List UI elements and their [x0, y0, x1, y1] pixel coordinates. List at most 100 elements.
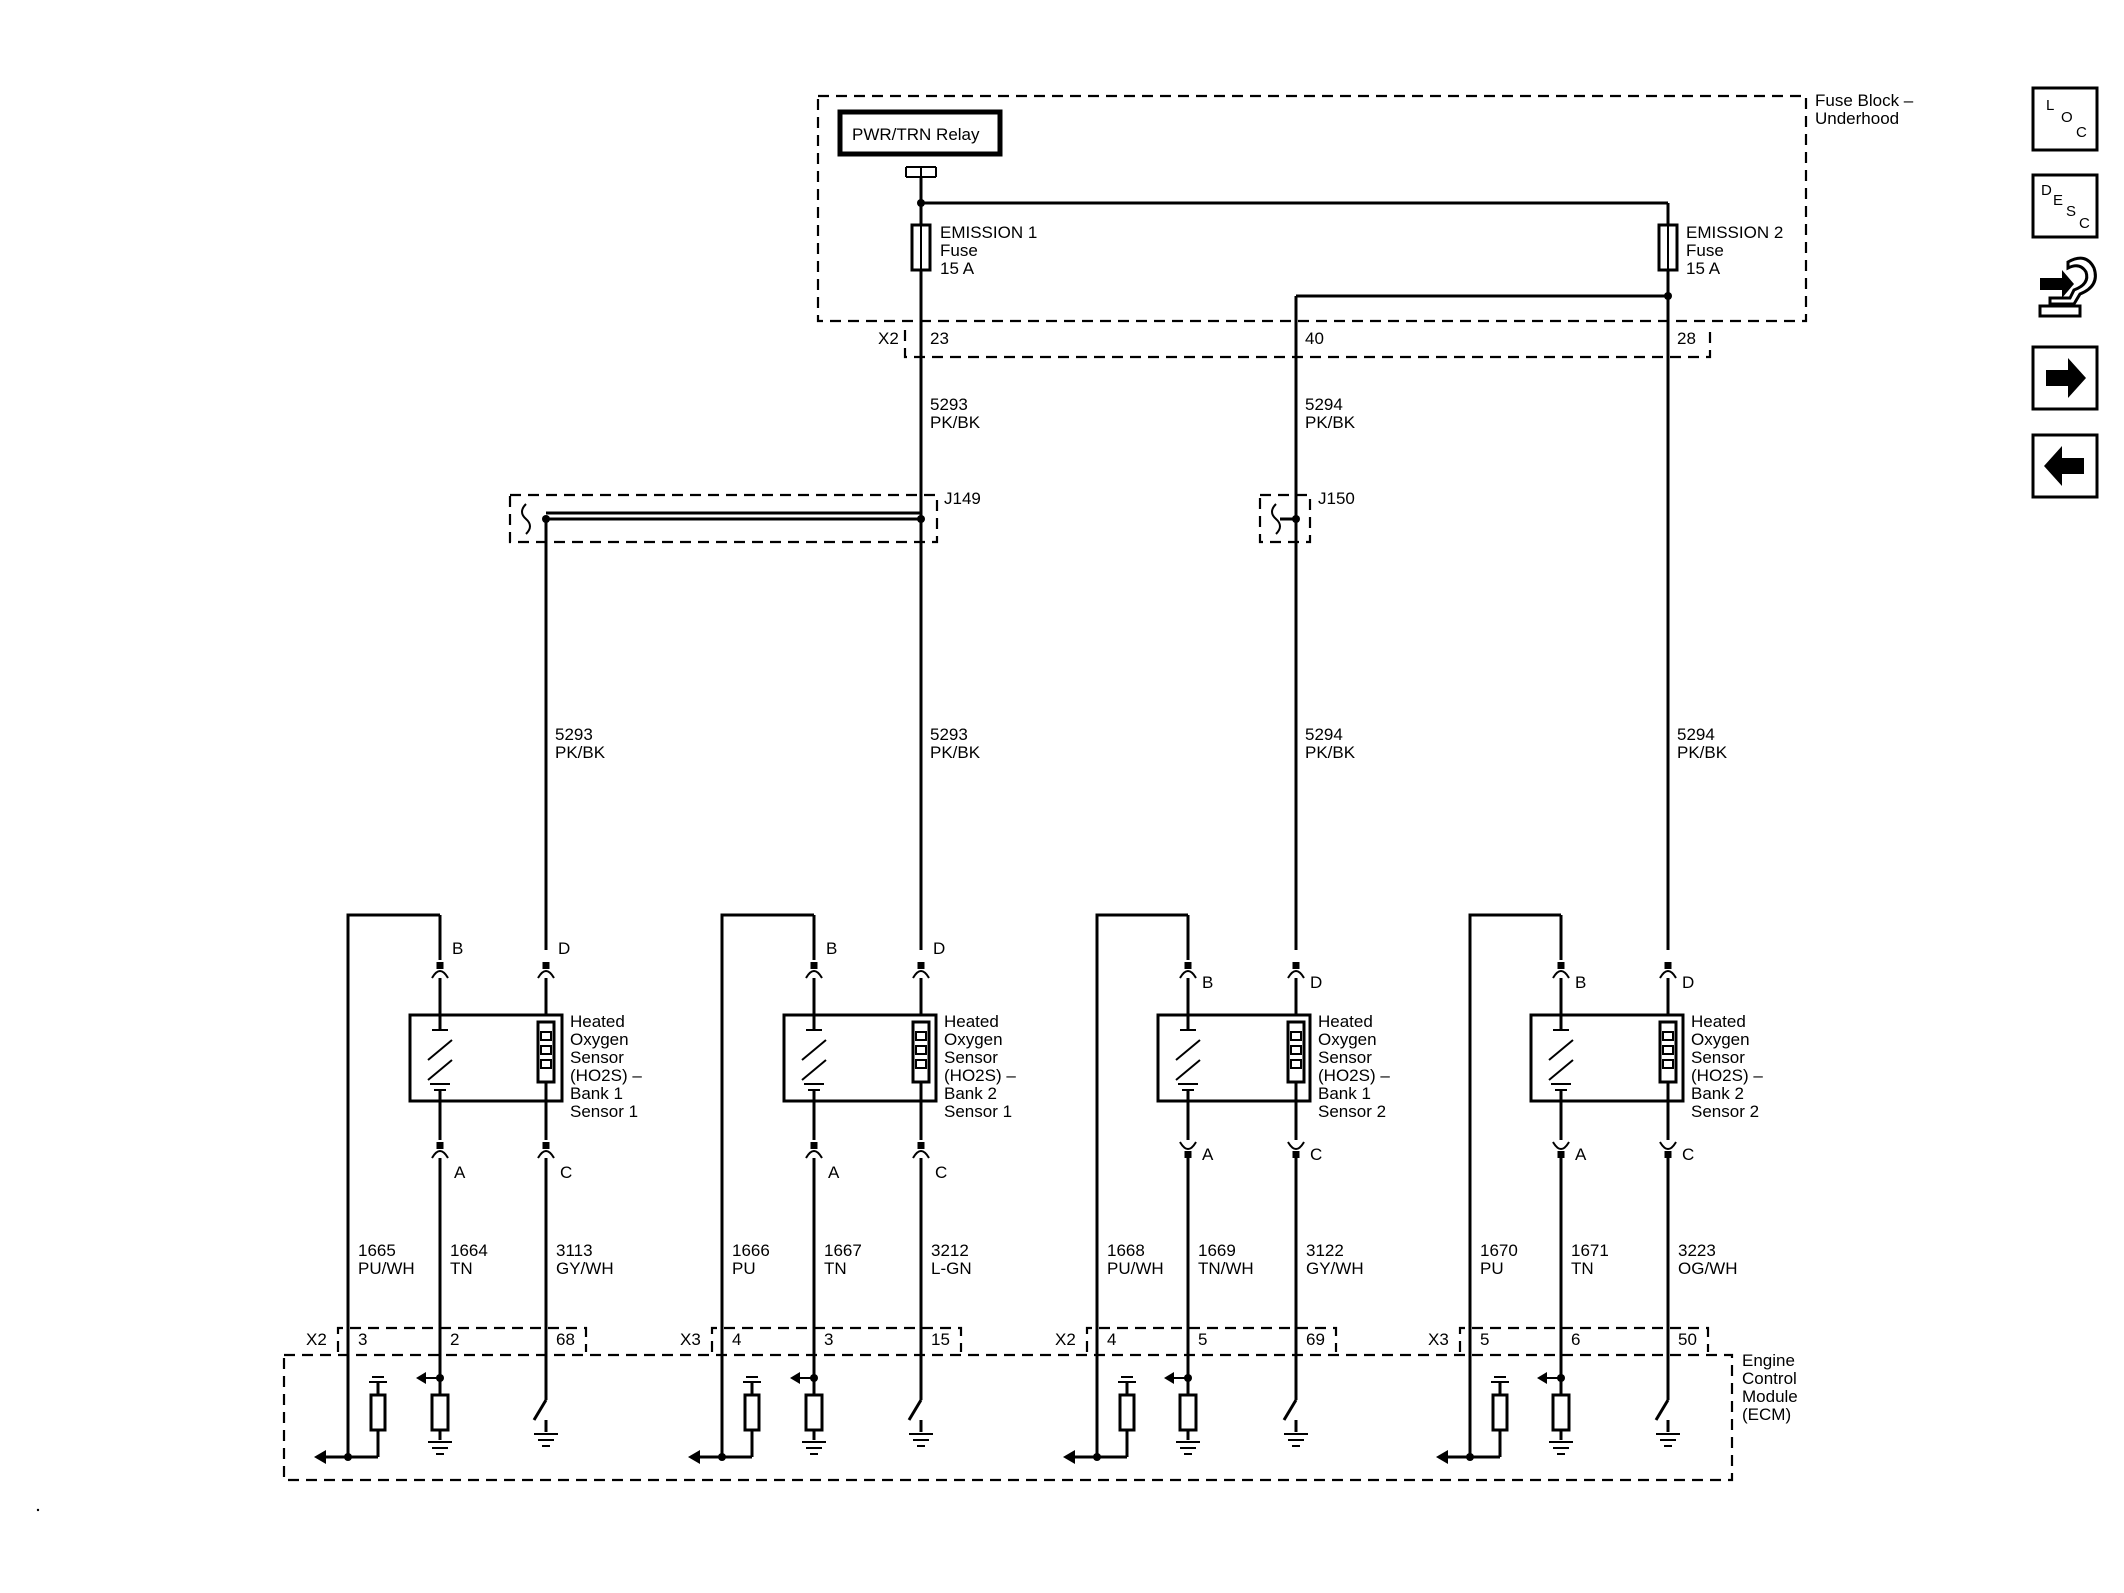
svg-text:C: C — [2079, 215, 2090, 232]
svg-text:E: E — [2053, 192, 2063, 209]
sensor-name-line: Bank 2 — [944, 1084, 997, 1103]
splice-j149-label: J149 — [944, 489, 981, 508]
wire-color: TN — [450, 1259, 473, 1278]
wire-5293-color: PK/BK — [930, 413, 981, 432]
back-arrow-icon[interactable] — [2031, 433, 2099, 499]
svg-text:L: L — [2046, 97, 2054, 114]
ecm-connector — [1085, 1326, 1338, 1352]
svg-text:S: S — [2066, 203, 2076, 220]
wire-circuit: 1669 — [1198, 1241, 1236, 1260]
ecm-connector — [336, 1326, 588, 1352]
ecm: Engine Control Module (ECM) — [282, 1351, 1798, 1482]
ecm-connector — [1458, 1326, 1710, 1352]
next-arrow-icon[interactable] — [2031, 345, 2099, 411]
wire-color: L-GN — [931, 1259, 972, 1278]
fuse-block: Fuse Block – Underhood PWR/TRN Relay EMI… — [816, 91, 1914, 359]
wire-color: TN — [824, 1259, 847, 1278]
wire-circuit: 1664 — [450, 1241, 488, 1260]
location-icon[interactable]: L O C — [2031, 86, 2099, 152]
ecm-pin: 50 — [1678, 1330, 1697, 1349]
svg-text:C: C — [2076, 124, 2087, 141]
wire-circuit: 1666 — [732, 1241, 770, 1260]
sensor-name-line: Oxygen — [944, 1030, 1003, 1049]
sensor-name-line: Sensor — [570, 1048, 624, 1067]
supply-circuit: 5293 — [555, 725, 593, 744]
relay-label: PWR/TRN Relay — [852, 125, 980, 144]
svg-text:O: O — [2061, 109, 2073, 126]
pin-label-d: D — [1682, 973, 1694, 992]
ecm-label-3: Module — [1742, 1387, 1798, 1406]
pin-label-d: D — [558, 939, 570, 958]
supply-wiring: 5293 PK/BK 5294 PK/BK J149 J150 — [508, 330, 1670, 950]
ecm-pin: 5 — [1198, 1330, 1207, 1349]
relay-terminal-icon — [905, 166, 937, 178]
sensor-name-line: Heated — [570, 1012, 625, 1031]
ecm-label-1: Engine — [1742, 1351, 1795, 1370]
sensor-name-line: Heated — [944, 1012, 999, 1031]
wire-5294-circuit: 5294 — [1305, 395, 1343, 414]
sensor-name-line: Sensor 2 — [1318, 1102, 1386, 1121]
svg-text:D: D — [2041, 182, 2052, 199]
supply-color: PK/BK — [1677, 743, 1728, 762]
wire-color: PU — [1480, 1259, 1504, 1278]
sensor-name-line: Sensor 1 — [944, 1102, 1012, 1121]
wire-circuit: 1670 — [1480, 1241, 1518, 1260]
relay-box — [837, 109, 1003, 157]
ecm-pin: 4 — [1107, 1330, 1116, 1349]
pin-label-c: C — [935, 1163, 947, 1182]
wire-circuit: 1667 — [824, 1241, 862, 1260]
ecm-connector-label: X2 — [1055, 1330, 1076, 1349]
ecm-connector-label: X2 — [306, 1330, 327, 1349]
ecm-pin: 5 — [1480, 1330, 1489, 1349]
sensor-name-line: (HO2S) – — [570, 1066, 642, 1085]
pin-label-b: B — [1202, 973, 1213, 992]
fuse1-name: EMISSION 1 — [940, 223, 1037, 242]
fuse1-type: Fuse — [940, 241, 978, 260]
sensor-name-line: Sensor 1 — [570, 1102, 638, 1121]
pin-label-b: B — [452, 939, 463, 958]
fuse-block-outline — [816, 94, 1808, 323]
wire-circuit: 1665 — [358, 1241, 396, 1260]
supply-circuit: 5294 — [1677, 725, 1715, 744]
wire-color: GY/WH — [556, 1259, 614, 1278]
wire-circuit: 3223 — [1678, 1241, 1716, 1260]
ecm-connector-label: X3 — [1428, 1330, 1449, 1349]
fuse-block-label-2: Underhood — [1815, 109, 1899, 128]
pin-label-a: A — [1575, 1145, 1587, 1164]
sensor-name-line: (HO2S) – — [1691, 1066, 1763, 1085]
ecm-pin: 15 — [931, 1330, 950, 1349]
description-icon[interactable]: D E S C — [2031, 173, 2099, 239]
pin-label-d: D — [1310, 973, 1322, 992]
pin-label-a: A — [1202, 1145, 1214, 1164]
sensor-name-line: (HO2S) – — [1318, 1066, 1390, 1085]
ecm-pin: 68 — [556, 1330, 575, 1349]
pin-label-b: B — [1575, 973, 1586, 992]
fuse2-rating: 15 A — [1686, 259, 1721, 278]
ecm-pin: 69 — [1306, 1330, 1325, 1349]
ecm-pin: 3 — [358, 1330, 367, 1349]
ecm-label-2: Control — [1742, 1369, 1797, 1388]
ecm-outline — [282, 1353, 1734, 1482]
ecm-pin: 6 — [1571, 1330, 1580, 1349]
fuse1-rating: 15 A — [940, 259, 975, 278]
supply-color: PK/BK — [930, 743, 981, 762]
fuse-pin-23: 23 — [930, 329, 949, 348]
diagnostics-icon[interactable] — [2038, 256, 2097, 318]
pin-label-c: C — [1682, 1145, 1694, 1164]
wire-color: TN/WH — [1198, 1259, 1254, 1278]
wire-circuit: 1668 — [1107, 1241, 1145, 1260]
pin-label-a: A — [454, 1163, 466, 1182]
ecm-pin: 4 — [732, 1330, 741, 1349]
sensor-name-line: Heated — [1318, 1012, 1373, 1031]
ecm-label-4: (ECM) — [1742, 1405, 1791, 1424]
splice-j150-label: J150 — [1318, 489, 1355, 508]
sensor-name-line: Sensor 2 — [1691, 1102, 1759, 1121]
sensor-name-line: Heated — [1691, 1012, 1746, 1031]
pin-label-d: D — [933, 939, 945, 958]
